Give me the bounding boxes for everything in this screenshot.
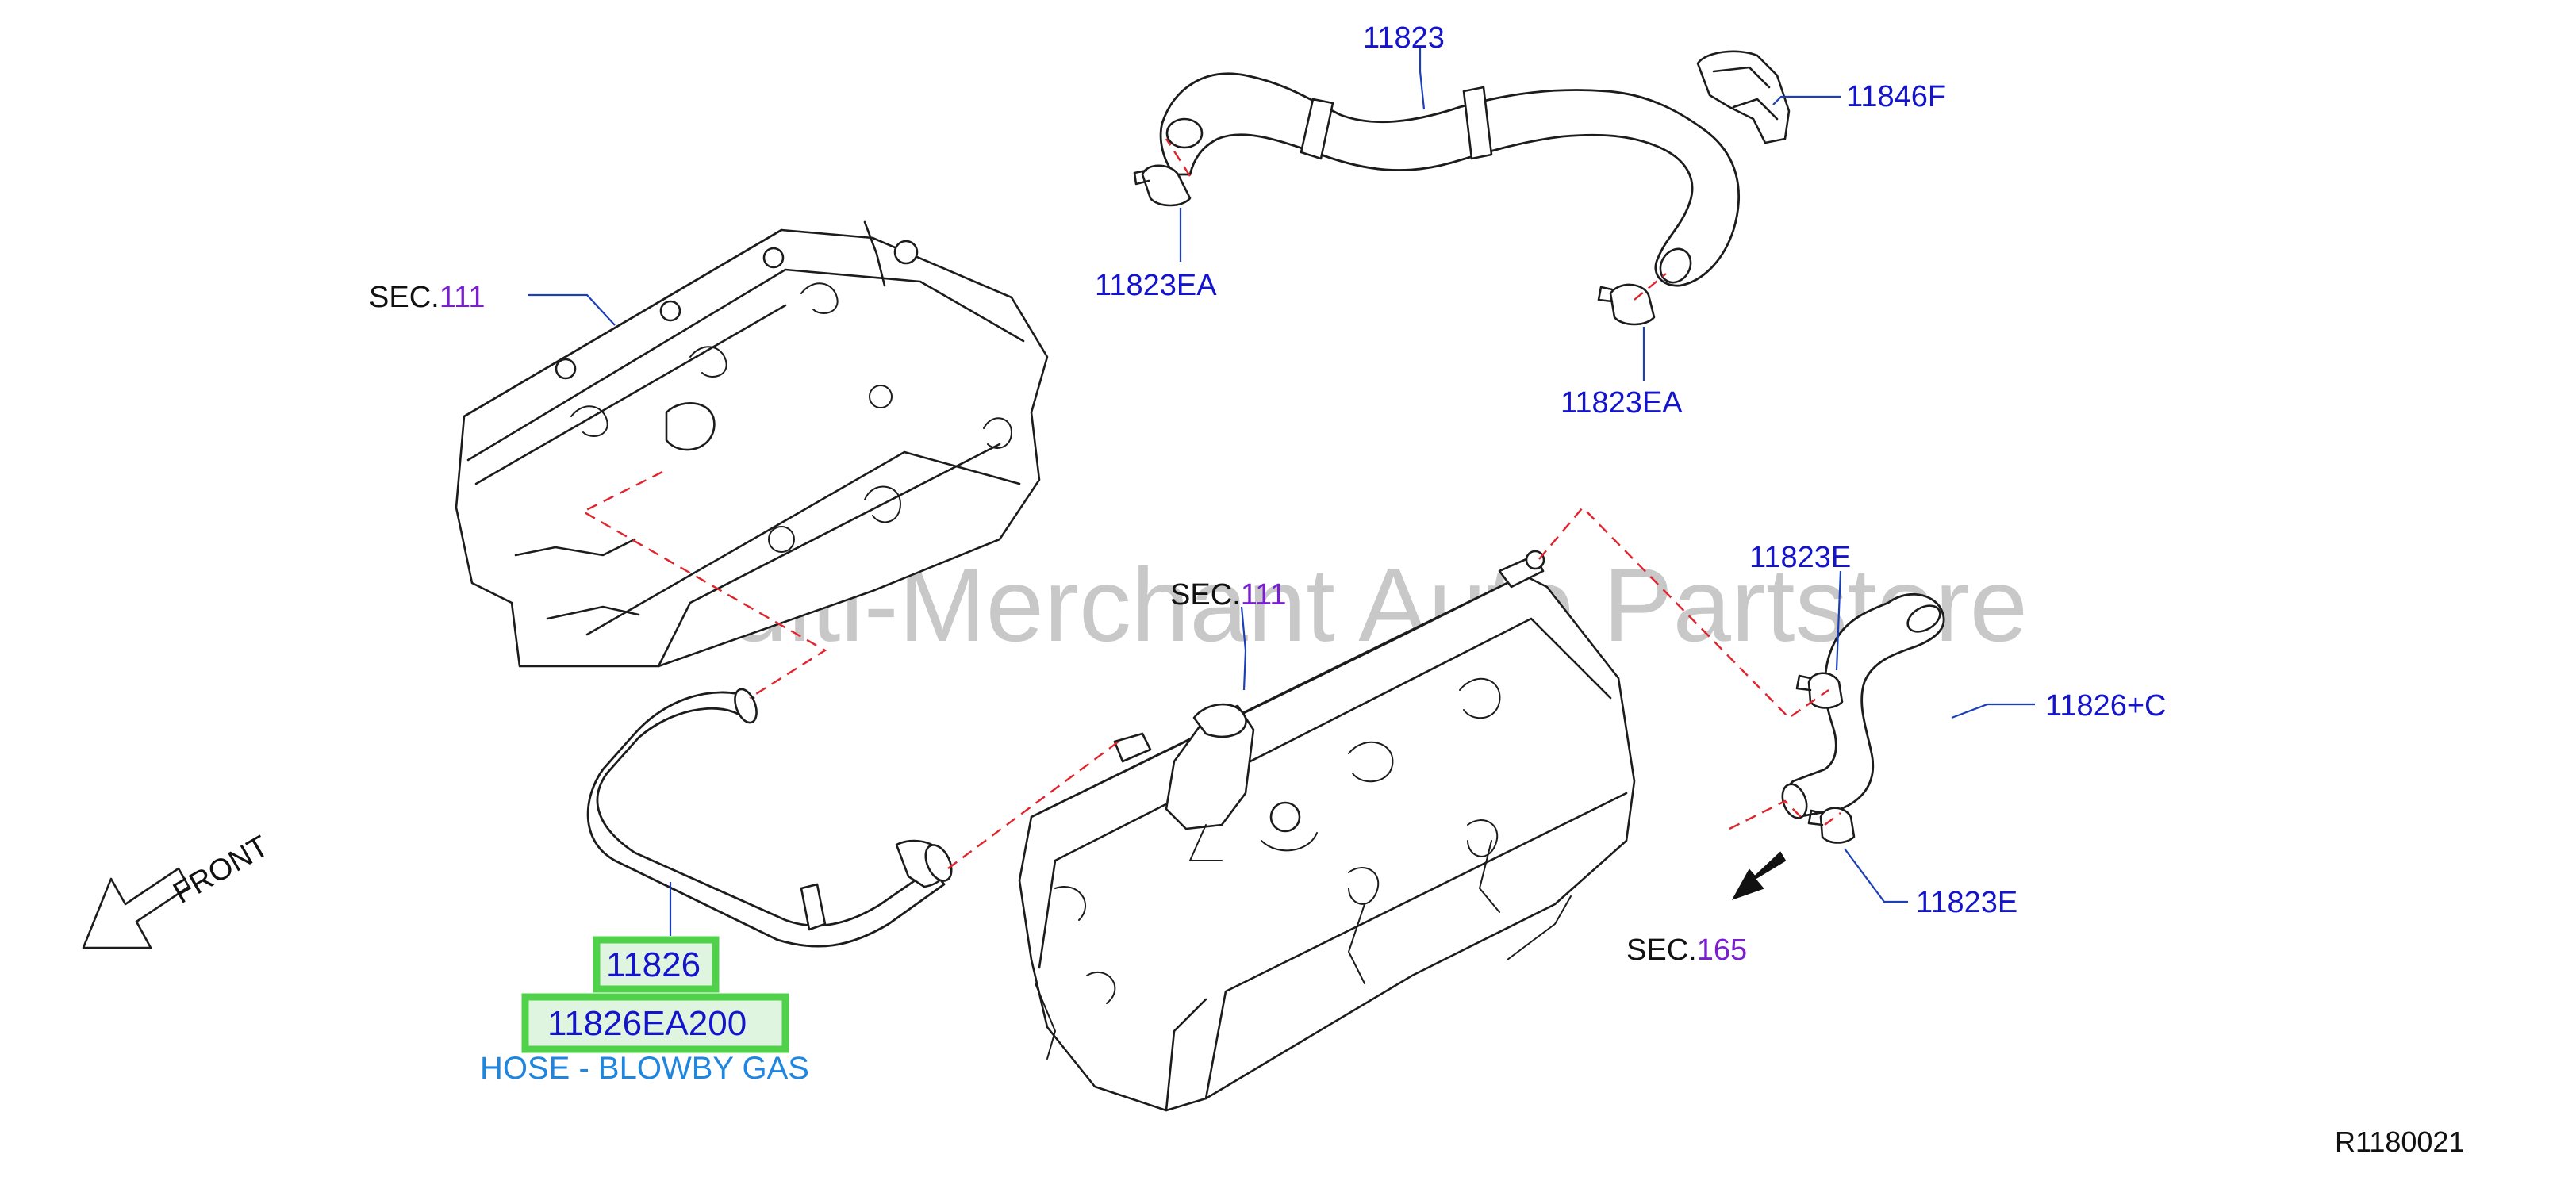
reference-code: R1180021 — [2335, 1125, 2464, 1158]
callout-11823[interactable]: 11823 — [1363, 21, 1445, 55]
callout-11823ea-left[interactable]: 11823EA — [1095, 269, 1217, 302]
part-description: HOSE - BLOWBY GAS — [480, 1051, 809, 1086]
section-label-upper-head[interactable]: SEC.111 — [369, 281, 485, 314]
callout-11823e-lower[interactable]: 11823E — [1916, 886, 2017, 919]
connection-lines — [581, 138, 1841, 869]
callout-11826c[interactable]: 11826+C — [2045, 689, 2166, 723]
clamp-11823e-lower[interactable] — [1807, 807, 1856, 844]
front-arrow-icon — [82, 867, 190, 949]
front-label: FRONT — [168, 830, 274, 911]
clamp-11823e-upper[interactable] — [1795, 672, 1844, 709]
upper-cylinder-head — [455, 220, 1049, 668]
highlighted-part-code[interactable]: 11826EA200 — [521, 993, 789, 1053]
blowby-hose-11826[interactable] — [586, 686, 957, 948]
highlighted-part-number[interactable]: 11826 — [593, 936, 720, 993]
callout-11823e-upper[interactable]: 11823E — [1749, 541, 1851, 574]
leader-lines — [528, 48, 2035, 936]
direction-arrow-icon — [1731, 851, 1787, 900]
callout-11846f[interactable]: 11846F — [1846, 80, 1946, 113]
clamp-11823ea-top-left[interactable] — [1133, 164, 1192, 207]
lower-cylinder-head — [1018, 550, 1636, 1112]
section-label-165[interactable]: SEC.165 — [1626, 934, 1747, 967]
hose-11823[interactable] — [1159, 72, 1740, 288]
clip-11846f[interactable] — [1696, 50, 1791, 144]
section-label-lower-head[interactable]: SEC.111 — [1170, 578, 1286, 612]
part-code-11826ea200: 11826EA200 — [547, 1004, 747, 1043]
clamp-11823ea-top-mid[interactable] — [1597, 283, 1656, 326]
part-number-11826: 11826 — [606, 945, 701, 984]
callout-11823ea-mid[interactable]: 11823EA — [1561, 386, 1683, 420]
